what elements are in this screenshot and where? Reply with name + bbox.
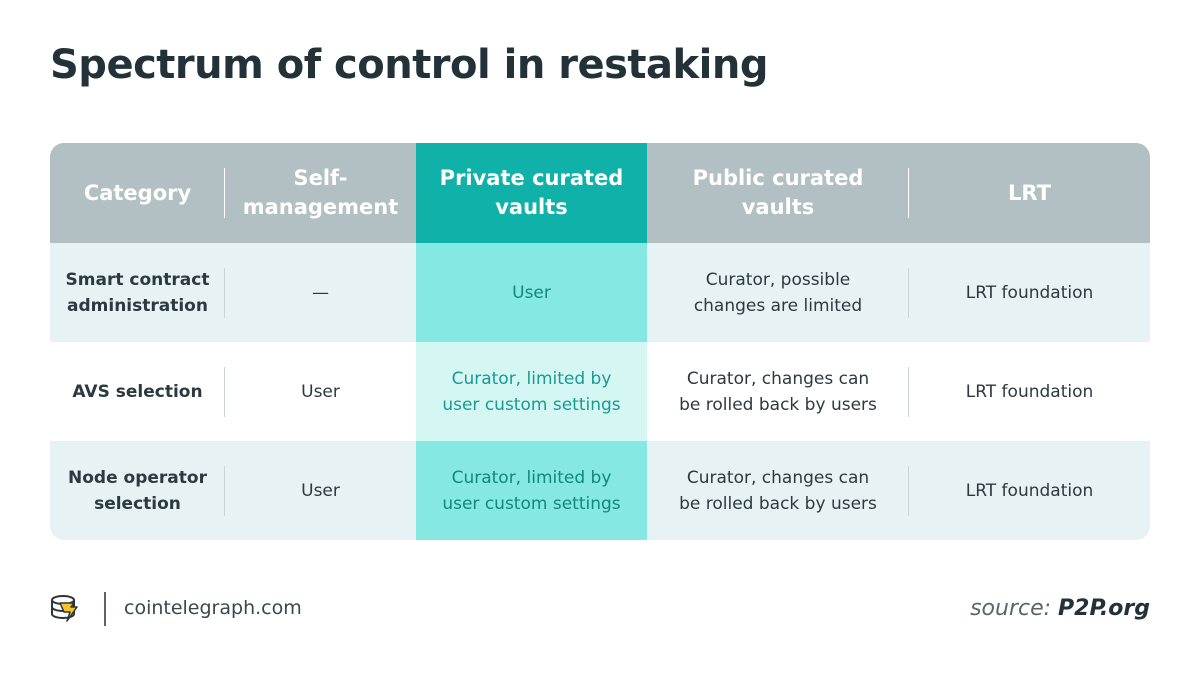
row-lrt: LRT foundation [965, 480, 1094, 501]
row-category: Node operator selection [68, 467, 207, 514]
row-public-curated: Curator, possible changes are limited [693, 269, 863, 316]
row-lrt-cell: LRT foundation [909, 243, 1150, 342]
comparison-table: Category Self- management Private curate… [50, 143, 1150, 540]
row-self-management: User [301, 381, 340, 402]
row-private-curated-cell: Curator, limited by user custom settings [416, 342, 647, 441]
row-self-management: — [312, 282, 329, 303]
header-public-curated-vaults: Public curated vaults [647, 143, 909, 243]
row-lrt-cell: LRT foundation [909, 441, 1150, 540]
row-public-curated: Curator, changes can be rolled back by u… [679, 467, 877, 514]
source-label: source: [970, 596, 1052, 621]
table-header-row: Category Self- management Private curate… [50, 143, 1150, 243]
source-name: P2P.org [1058, 596, 1150, 621]
page-title: Spectrum of control in restaking [50, 42, 768, 88]
row-self-management-cell: User [225, 441, 416, 540]
header-self-management: Self- management [225, 143, 416, 243]
footer-divider [104, 592, 106, 626]
row-self-management: User [301, 480, 340, 501]
row-public-curated-cell: Curator, possible changes are limited [647, 243, 909, 342]
header-self-management-label: Self- management [242, 166, 399, 219]
header-category: Category [50, 143, 225, 243]
row-private-curated: Curator, limited by user custom settings [442, 368, 621, 415]
row-self-management-cell: — [225, 243, 416, 342]
row-public-curated: Curator, changes can be rolled back by u… [679, 368, 877, 415]
cointelegraph-logo-icon [50, 594, 84, 624]
table-row: Smart contract administration — User Cur… [50, 243, 1150, 342]
table-row: AVS selection User Curator, limited by u… [50, 342, 1150, 441]
header-private-curated-label: Private curated vaults [439, 166, 624, 219]
header-lrt: LRT [909, 143, 1150, 243]
row-public-curated-cell: Curator, changes can be rolled back by u… [647, 441, 909, 540]
row-private-curated: Curator, limited by user custom settings [442, 467, 621, 514]
footer-site: cointelegraph.com [124, 597, 302, 619]
header-category-label: Category [83, 180, 192, 205]
table-row: Node operator selection User Curator, li… [50, 441, 1150, 540]
header-lrt-label: LRT [1008, 180, 1051, 205]
row-lrt: LRT foundation [965, 282, 1094, 303]
row-private-curated-cell: Curator, limited by user custom settings [416, 441, 647, 540]
row-category-cell: Smart contract administration [50, 243, 225, 342]
row-self-management-cell: User [225, 342, 416, 441]
row-private-curated: User [512, 282, 551, 303]
row-category: Smart contract administration [65, 269, 210, 316]
footer-source: source: P2P.org [970, 596, 1150, 621]
row-lrt-cell: LRT foundation [909, 342, 1150, 441]
header-private-curated-vaults: Private curated vaults [416, 143, 647, 243]
header-public-curated-label: Public curated vaults [692, 166, 864, 219]
row-category-cell: AVS selection [50, 342, 225, 441]
row-public-curated-cell: Curator, changes can be rolled back by u… [647, 342, 909, 441]
row-category: AVS selection [72, 381, 203, 402]
row-lrt: LRT foundation [965, 381, 1094, 402]
row-private-curated-cell: User [416, 243, 647, 342]
row-category-cell: Node operator selection [50, 441, 225, 540]
